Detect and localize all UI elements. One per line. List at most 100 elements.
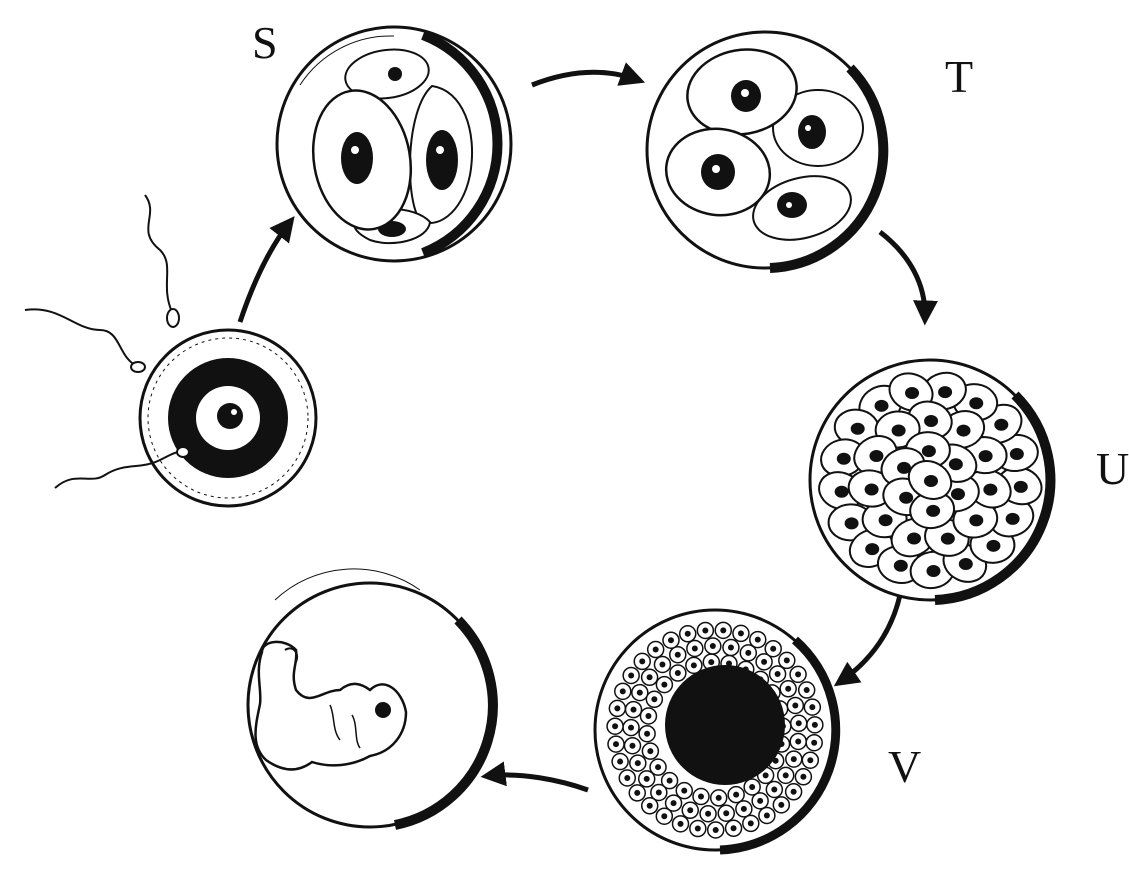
morula-nucleus — [865, 543, 879, 555]
blastocyst-nucleus — [628, 725, 634, 731]
blastocyst-nucleus — [651, 696, 657, 702]
blastocyst-nucleus — [741, 806, 747, 812]
blastocyst-nucleus — [755, 637, 761, 643]
morula-nucleus — [1010, 448, 1024, 460]
blastocyst-nucleus — [708, 659, 714, 665]
morula-nucleus — [926, 505, 940, 517]
morula-nucleus — [835, 486, 849, 498]
blastocyst-stage — [595, 610, 836, 850]
blastocyst-nucleus — [728, 645, 734, 651]
morula-nucleus — [994, 419, 1008, 431]
blastocyst-nucleus — [692, 645, 698, 651]
blastocyst-nucleus — [710, 643, 716, 649]
fetus-stage — [248, 569, 493, 827]
label-t: T — [945, 51, 973, 102]
blastocyst-nucleus — [647, 748, 653, 754]
blastocyst-nucleus — [628, 672, 634, 678]
arrow-egg-to-s — [240, 222, 290, 322]
blastocyst-nucleus — [691, 662, 697, 668]
blastocyst-nucleus — [809, 704, 815, 710]
blastocyst-nucleus — [668, 637, 674, 643]
morula-nucleus — [956, 425, 970, 437]
blastocyst-nucleus — [614, 705, 620, 711]
morula-nucleus — [951, 488, 965, 500]
blastocyst-nucleus — [629, 743, 635, 749]
morula-nucleus — [983, 484, 997, 496]
blastocyst-nucleus — [644, 731, 650, 737]
morula-nucleus — [1014, 481, 1028, 493]
blastocyst-nucleus — [695, 826, 701, 832]
blastocyst-nucleus — [764, 812, 770, 818]
blastocyst-nucleus — [681, 788, 687, 794]
fertilized-egg — [140, 330, 316, 506]
morula-nucleus — [905, 387, 919, 399]
blastocyst-nucleus — [749, 784, 755, 790]
morula-nucleus — [875, 400, 889, 412]
blastocyst-nucleus — [770, 646, 776, 652]
blastocyst-nucleus — [620, 688, 626, 694]
blastocyst-nucleus — [647, 803, 653, 809]
blastocyst-nucleus — [723, 810, 729, 816]
blastocyst-nucleus — [738, 630, 744, 636]
label-u: U — [1096, 443, 1129, 494]
blastocyst-nucleus — [791, 756, 797, 762]
blastocyst-nucleus — [713, 827, 719, 833]
morula-nucleus — [938, 386, 952, 398]
morula-nucleus — [969, 397, 983, 409]
blastocyst-nucleus — [771, 786, 777, 792]
blastocyst-nucleus — [634, 790, 640, 796]
blastocyst-nucleus — [656, 789, 662, 795]
blastocyst-nucleus — [720, 627, 726, 633]
blastocyst-nucleus — [612, 723, 618, 729]
morula-nucleus — [979, 450, 993, 462]
morula-nucleus — [865, 483, 879, 495]
label-s: S — [252, 17, 278, 68]
label-v: V — [888, 741, 921, 792]
morula-nucleus — [892, 424, 906, 436]
blastocyst-nucleus — [647, 674, 653, 680]
morula-nucleus — [924, 475, 938, 487]
blastocyst-nucleus — [702, 627, 708, 633]
blastocyst-nucleus — [791, 789, 797, 795]
morula-nucleus — [926, 565, 940, 577]
blastocyst-nucleus — [685, 631, 691, 637]
arrow-t-to-u — [880, 232, 925, 318]
blastocyst-nucleus — [637, 690, 643, 696]
blastocyst-nucleus — [635, 760, 641, 766]
morula-nucleus — [924, 415, 938, 427]
blastocyst-nucleus — [796, 720, 802, 726]
four-cell-stage — [277, 27, 511, 261]
blastocyst-nucleus — [675, 652, 681, 658]
blastocyst-nucleus — [659, 661, 665, 667]
blastocyst-nucleus — [613, 741, 619, 747]
morula-nucleus — [907, 533, 921, 545]
blastocyst-nucleus — [698, 794, 704, 800]
blastocyst-nucleus — [785, 686, 791, 692]
morula-nucleus — [941, 533, 955, 545]
blastocyst-nucleus — [800, 774, 806, 780]
blastocyst-nucleus — [795, 738, 801, 744]
morula-nucleus — [851, 423, 865, 435]
arrow-u-to-v — [840, 595, 900, 682]
blastocyst-nucleus — [731, 825, 737, 831]
blastocyst-nucleus — [778, 802, 784, 808]
blastocyst-nucleus — [653, 647, 659, 653]
morula-nucleus — [949, 458, 963, 470]
eight-cell-stage — [647, 32, 883, 268]
blastocyst-nucleus — [645, 713, 651, 719]
blastocyst-nucleus — [639, 658, 645, 664]
blastocyst-nucleus — [675, 670, 681, 676]
blastocyst-nucleus — [617, 759, 623, 765]
blastocyst-nucleus — [784, 657, 790, 663]
blastocyst-nucleus — [811, 740, 817, 746]
blastocyst-nucleus — [745, 650, 751, 656]
blastocyst-nucleus — [812, 722, 818, 728]
blastocyst-nucleus — [795, 671, 801, 677]
morula-nucleus — [1006, 513, 1020, 525]
blastocyst-nucleus — [716, 795, 722, 801]
arrow-s-to-t — [532, 72, 638, 85]
arrow-v-to-fetus — [488, 775, 588, 790]
morula-nucleus — [986, 540, 1000, 552]
blastocyst-nucleus — [624, 775, 630, 781]
morula-nucleus — [869, 450, 883, 462]
